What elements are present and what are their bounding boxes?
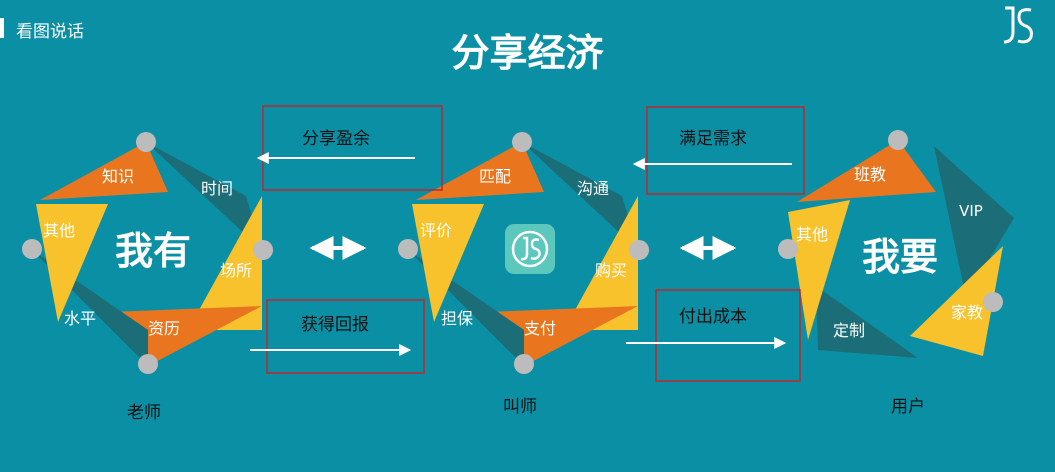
node <box>629 240 649 260</box>
flow-pay-cost: 付出成本 <box>626 289 801 382</box>
segment-goutong <box>522 142 638 250</box>
left-caption: 老师 <box>127 403 161 423</box>
flow-get-return: 获得回报 <box>250 299 425 374</box>
segment-banjiao <box>797 140 936 202</box>
segment-qita-right <box>788 200 850 340</box>
segment-vip <box>934 146 1014 298</box>
node <box>253 240 273 260</box>
node <box>398 239 418 259</box>
svg-text:满足需求: 满足需求 <box>679 129 747 149</box>
right-item-label: 家教 <box>951 303 983 322</box>
node <box>983 292 1003 312</box>
svg-text:分享盈余: 分享盈余 <box>302 129 370 149</box>
middle-item-label: 评价 <box>420 221 452 240</box>
right-item-label: 班教 <box>854 165 886 184</box>
right-item-label: 定制 <box>833 321 865 340</box>
segment-jiajiao <box>910 246 1003 356</box>
right-item-label: VIP <box>959 202 983 220</box>
left-cycle: 知识 时间 场所 资历 水平 其他 我有 老师 <box>22 132 273 423</box>
middle-cycle: 匹配 沟通 购买 支付 担保 评价 叫师 <box>398 132 649 417</box>
left-center-label: 我有 <box>115 229 191 273</box>
segment-zhishi <box>40 142 168 200</box>
node <box>136 132 156 152</box>
right-center-label: 我要 <box>862 235 938 279</box>
segment-qita <box>36 204 108 322</box>
left-item-label: 其他 <box>43 221 75 240</box>
left-item-label: 知识 <box>102 167 134 186</box>
segment-shijian <box>146 142 262 250</box>
middle-item-label: 担保 <box>441 309 473 328</box>
left-item-label: 时间 <box>201 179 233 198</box>
right-cycle: 班教 VIP 家教 定制 其他 我要 用户 <box>778 130 1014 417</box>
left-item-label: 水平 <box>64 309 96 328</box>
middle-item-label: 购买 <box>595 261 627 280</box>
svg-text:付出成本: 付出成本 <box>679 307 747 327</box>
js-logo-icon <box>1003 6 1033 44</box>
right-item-label: 其他 <box>796 225 828 244</box>
segment-dingzhi <box>816 286 918 358</box>
flow-share-surplus: 分享盈余 <box>256 105 443 191</box>
node <box>22 239 42 259</box>
segment-goumai <box>564 196 638 330</box>
header-label: 看图说话 <box>16 22 84 42</box>
left-item-label: 场所 <box>220 261 252 280</box>
node <box>778 239 798 259</box>
flow-meet-demand: 满足需求 <box>632 106 805 195</box>
header-accent-bar <box>0 18 4 38</box>
middle-item-label: 支付 <box>524 319 556 338</box>
right-caption: 用户 <box>891 397 925 417</box>
svg-text:获得回报: 获得回报 <box>301 315 369 335</box>
node <box>888 130 908 150</box>
middle-item-label: 沟通 <box>577 179 609 198</box>
node <box>138 354 158 374</box>
js-app-icon <box>505 224 555 274</box>
segment-pingjia <box>412 204 484 322</box>
left-item-label: 资历 <box>148 319 180 338</box>
middle-item-label: 匹配 <box>479 167 511 186</box>
segment-changsuo <box>188 196 262 330</box>
node <box>512 132 532 152</box>
segment-pipei <box>416 142 544 200</box>
node <box>514 354 534 374</box>
middle-caption: 叫师 <box>503 397 537 417</box>
page-title: 分享经济 <box>451 31 604 75</box>
